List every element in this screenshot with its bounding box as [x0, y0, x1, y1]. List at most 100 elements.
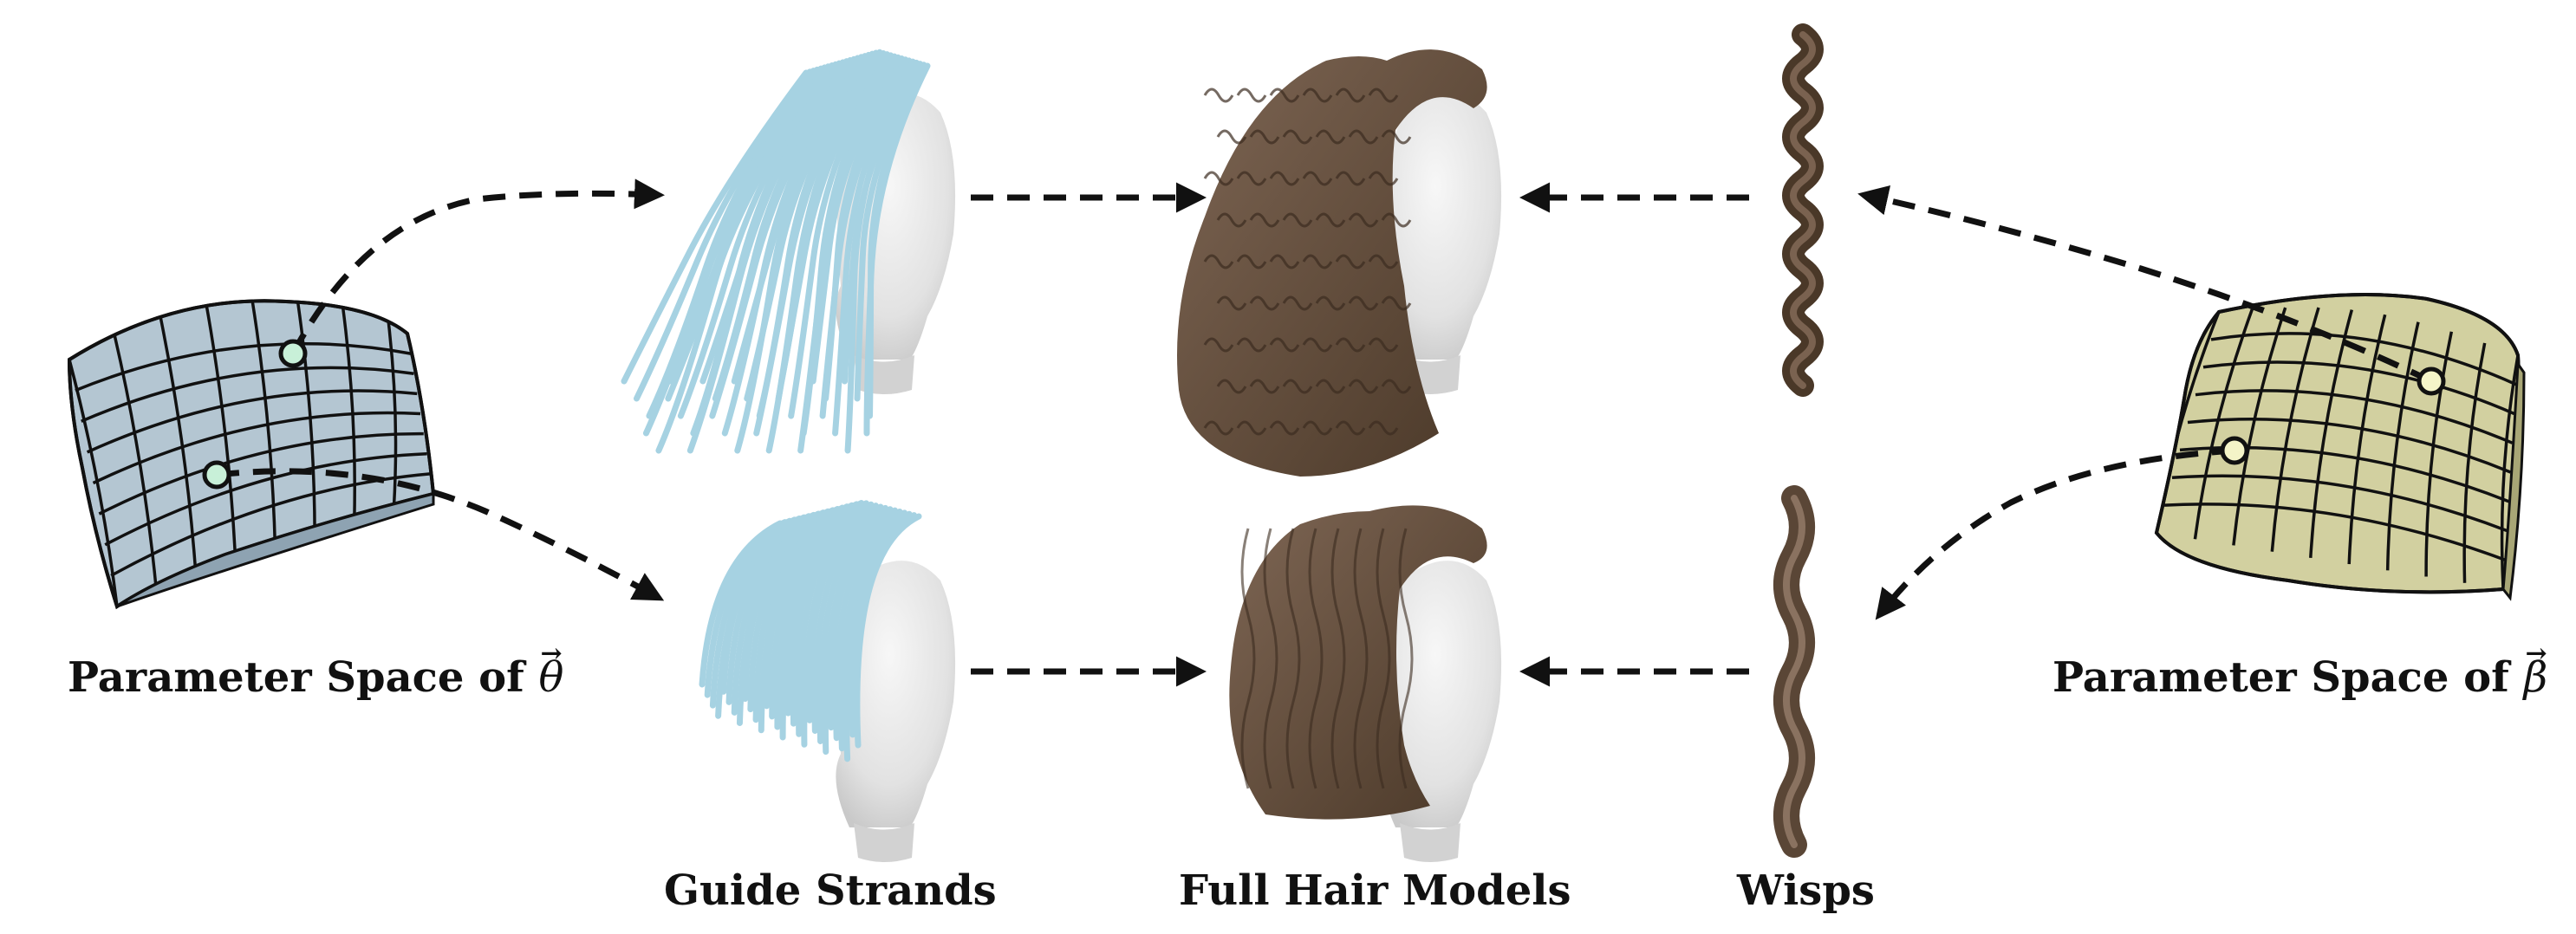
beta-space-prefix: Parameter Space of — [2052, 653, 2509, 702]
hair-curl — [1203, 171, 1234, 186]
guide-strand — [775, 49, 887, 402]
guide-strand — [832, 57, 913, 437]
beta-grid-line — [2187, 418, 2512, 474]
hair-curl — [1269, 171, 1300, 186]
hair-curl — [1203, 88, 1234, 103]
theta-grid-line — [295, 301, 316, 536]
hair-wave — [1376, 528, 1391, 789]
beta-grid-line — [2347, 314, 2387, 565]
beta-grid-line — [2195, 389, 2514, 444]
guide-strand — [838, 509, 907, 752]
theta-grid-line — [110, 472, 431, 577]
hair-curl — [1315, 295, 1346, 311]
guide-strand — [806, 503, 879, 723]
guide-strand — [849, 512, 917, 738]
guide-strand — [801, 501, 875, 748]
theta-grid-line — [250, 301, 277, 551]
guide-strand — [797, 53, 898, 454]
hair-curl — [1381, 295, 1412, 311]
hair-curl — [1282, 129, 1313, 145]
guide-strand — [633, 68, 813, 402]
beta-grid-line — [2171, 474, 2508, 533]
hair-curl — [1315, 212, 1346, 228]
hair-curl — [1269, 420, 1300, 436]
guide-strands-short — [699, 500, 956, 862]
guide-strand — [796, 500, 869, 737]
hair-curl — [1335, 337, 1366, 353]
hair-curl — [1216, 379, 1247, 394]
hair-curl — [1348, 129, 1379, 145]
hair-curl — [1302, 88, 1333, 103]
hair-curl — [1368, 254, 1399, 269]
hair-curl — [1236, 254, 1267, 269]
beta-grid-line — [2210, 332, 2517, 386]
guide-strand — [677, 62, 836, 419]
hair-curl — [1203, 337, 1234, 353]
beta-grid-line — [2309, 309, 2354, 558]
guide-strand — [819, 56, 909, 419]
hair-curl — [1249, 379, 1280, 394]
hair-curl — [1348, 295, 1379, 311]
hair-curl — [1282, 212, 1313, 228]
full-hair-models-label: Full Hair Models — [1179, 866, 1571, 915]
theta-grid-line — [113, 335, 159, 593]
beta-grid-line — [2232, 307, 2287, 546]
theta-sample-points — [202, 339, 308, 490]
guide-strand — [822, 506, 894, 756]
hair-curl — [1203, 254, 1234, 269]
guide-strand — [709, 56, 854, 419]
beta-point-lower — [2220, 436, 2249, 465]
theta-grid-line — [92, 411, 421, 485]
hair-curl — [1302, 337, 1333, 353]
wisps-label: Wisps — [1737, 866, 1875, 915]
hair-curl — [1269, 337, 1300, 353]
theta-grid-line — [98, 431, 424, 516]
wisp-curly — [1782, 23, 1824, 397]
guide-strand — [731, 54, 865, 385]
hair-curl — [1282, 379, 1313, 394]
guide-strand — [827, 507, 898, 731]
hair-curl — [1335, 171, 1366, 186]
guide-strand — [810, 54, 901, 385]
guide-strand — [833, 508, 903, 742]
theta-space-prefix: Parameter Space of — [68, 653, 524, 702]
guide-strands-long — [621, 49, 956, 454]
guide-strand — [816, 504, 888, 745]
hair-curl — [1216, 129, 1247, 145]
hair-curl — [1236, 171, 1267, 186]
beta-space-label: Parameter Space of →β — [2052, 639, 2548, 702]
guide-strand — [811, 503, 884, 734]
theta-grid-line — [75, 341, 412, 392]
beta-grid-line — [2202, 360, 2515, 416]
beta-grid-line — [2385, 321, 2420, 571]
guide-strand — [699, 59, 846, 385]
full-hair-model-curly — [1177, 49, 1502, 477]
guide-strand — [788, 51, 890, 419]
hair-curl — [1236, 420, 1267, 436]
hair-curl — [1236, 88, 1267, 103]
beta-grid-line — [2270, 307, 2320, 552]
guide-strand — [854, 513, 922, 749]
guide-strand — [621, 69, 810, 385]
beta-symbol: →β — [2523, 639, 2548, 702]
guide-strand — [790, 500, 865, 727]
hair-curl — [1249, 129, 1280, 145]
hair-curl — [1249, 212, 1280, 228]
beta-grid-line — [2193, 308, 2254, 540]
theta-vector-arrow: → — [540, 639, 563, 669]
hair-curl — [1302, 254, 1333, 269]
hair-curl — [1315, 129, 1346, 145]
hair-wave — [1263, 528, 1278, 789]
hair-curl — [1348, 379, 1379, 394]
hair-curl — [1269, 88, 1300, 103]
guide-strand — [842, 59, 920, 385]
arrow-theta-to-guide-short — [216, 468, 665, 601]
hair-curl — [1381, 129, 1412, 145]
guide-strand — [854, 61, 924, 402]
guide-strand — [843, 510, 913, 762]
hair-curl — [1381, 379, 1412, 394]
hair-curl — [1335, 420, 1366, 436]
hair-curl — [1368, 171, 1399, 186]
hair-curl — [1348, 212, 1379, 228]
